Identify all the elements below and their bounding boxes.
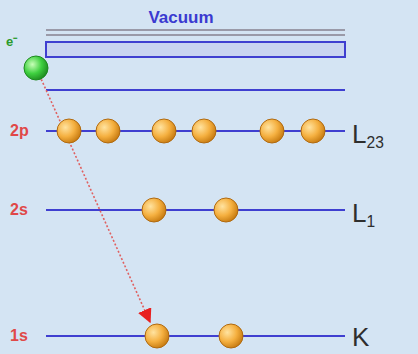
orbital-label: 1s (10, 328, 28, 344)
particle-label: e⁻ (6, 35, 17, 48)
level-name: Vacuum (148, 9, 213, 26)
energy-levels (46, 131, 345, 336)
orbital-label: 2p (10, 123, 29, 139)
shell-label: L1 (352, 200, 375, 226)
shell-label: K (352, 324, 369, 350)
vacuum-band (46, 30, 345, 90)
electrons (57, 119, 325, 348)
shell-label: L23 (352, 121, 384, 147)
emitted-electron (24, 56, 48, 80)
transition-arrow (38, 72, 150, 322)
orbital-label: 2s (10, 202, 28, 218)
